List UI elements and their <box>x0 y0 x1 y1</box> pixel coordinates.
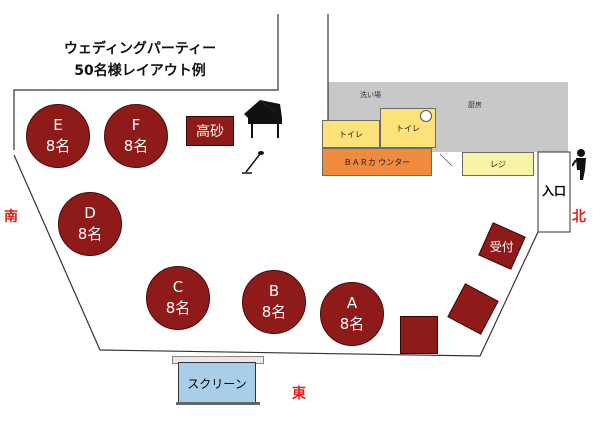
screen-stand <box>176 402 260 405</box>
table-f-capacity: 8名 <box>123 137 149 155</box>
table-d: D 8名 <box>58 192 122 256</box>
table-b-capacity: 8名 <box>261 303 287 321</box>
table-c: C 8名 <box>146 266 210 330</box>
toilet-left: トイレ <box>322 120 380 148</box>
table-b: B 8名 <box>242 270 306 334</box>
entrance-label: 入口 <box>542 184 567 198</box>
toilet-left-label: トイレ <box>339 129 363 139</box>
entrance-box <box>537 151 571 233</box>
wall-top-left <box>13 14 279 150</box>
toilet-icon <box>420 110 432 122</box>
title-line2: 50名様レイアウト例 <box>74 63 206 79</box>
table-b-label: B <box>268 282 280 300</box>
table-e: E 8名 <box>26 104 90 168</box>
table-e-capacity: 8名 <box>45 137 71 155</box>
kitchen-door <box>439 153 453 167</box>
piano-icon <box>244 99 282 138</box>
title-line1: ウェディングパーティー <box>63 41 217 57</box>
table-d-label: D <box>84 204 96 222</box>
table-e-label: E <box>53 116 63 134</box>
register: レジ <box>462 152 534 176</box>
table-a: A 8名 <box>320 282 384 346</box>
person-icon <box>572 149 586 180</box>
bar-counter-label: ＢＡＲカ ウンター <box>343 157 411 167</box>
direction-south: 南 <box>4 209 18 225</box>
takasago-label: 高砂 <box>196 124 224 140</box>
table-a-capacity: 8名 <box>339 315 365 333</box>
screen-label: スクリーン <box>187 376 247 391</box>
table-a-label: A <box>346 294 358 312</box>
sink-label: 洗い場 <box>360 91 381 99</box>
table-f-label: F <box>131 116 141 134</box>
takasago: 高砂 <box>186 116 234 146</box>
wall-left <box>13 154 539 357</box>
microphone-icon <box>242 151 264 174</box>
table-d-capacity: 8名 <box>77 225 103 243</box>
table-c-label: C <box>172 278 184 296</box>
toilet-right-label: トイレ <box>396 123 420 133</box>
square-table <box>400 316 438 354</box>
bar-counter: ＢＡＲカ ウンター <box>322 148 432 176</box>
kitchen-label: 厨房 <box>468 101 482 109</box>
table-c-capacity: 8名 <box>165 299 191 317</box>
screen: スクリーン <box>178 362 256 404</box>
kitchen-lower <box>436 120 568 152</box>
table-f: F 8名 <box>104 104 168 168</box>
reception-label: 受付 <box>489 239 515 254</box>
direction-north: 北 <box>572 209 586 225</box>
register-label: レジ <box>490 159 506 169</box>
direction-east: 東 <box>292 386 306 402</box>
